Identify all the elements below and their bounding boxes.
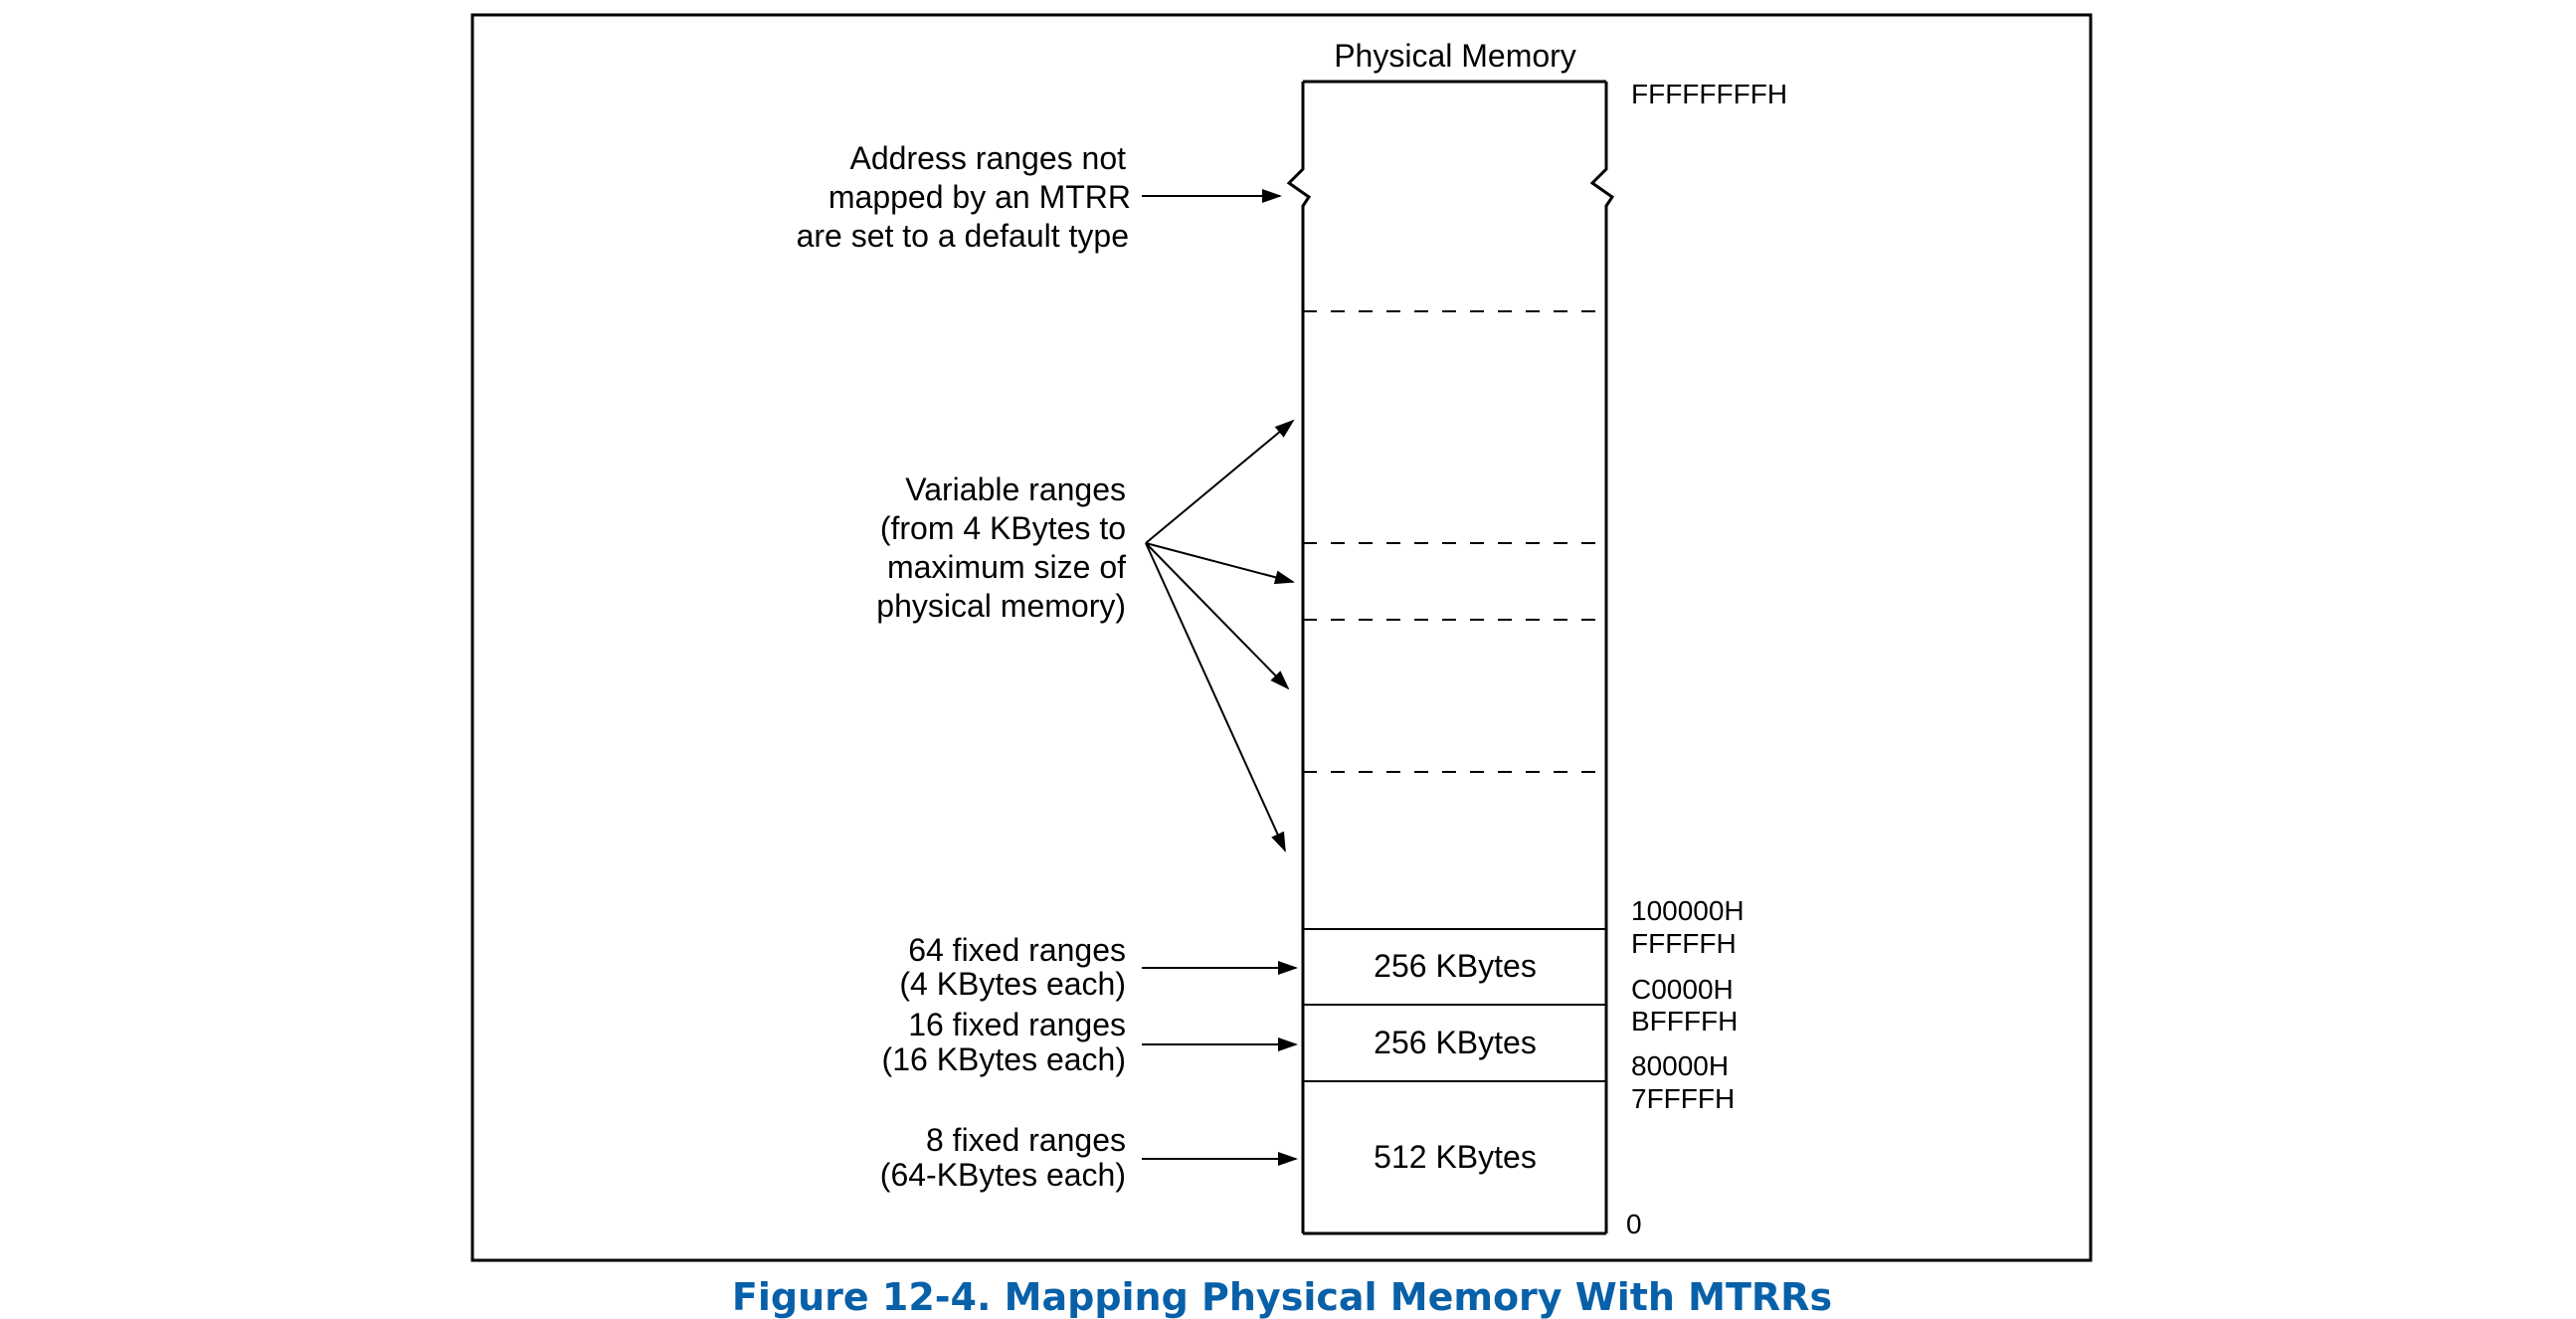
svg-text:8 fixed ranges: 8 fixed ranges (926, 1122, 1126, 1158)
variable-ranges-label: Variable ranges (from 4 KBytes to maximu… (876, 471, 1126, 624)
svg-text:physical memory): physical memory) (876, 588, 1126, 624)
size-label-top: 256 KBytes (1374, 948, 1537, 984)
fixed8-label: 8 fixed ranges (64-KBytes each) (880, 1122, 1126, 1193)
figure-frame (470, 13, 2093, 1262)
address-c0000h: C0000H (1631, 974, 1734, 1005)
address-100000h: 100000H (1631, 895, 1745, 926)
variable-arrow (1145, 542, 1295, 585)
default-type-label: Address ranges not mapped by an MTRR are… (797, 140, 1131, 254)
size-label-bottom: 512 KBytes (1374, 1139, 1537, 1175)
address-fffffh: FFFFFH (1631, 928, 1737, 959)
address-bffffh: BFFFFH (1631, 1006, 1738, 1036)
svg-text:Address ranges not: Address ranges not (850, 140, 1127, 176)
fixed64-label: 64 fixed ranges (4 KBytes each) (899, 932, 1126, 1002)
svg-text:maximum size of: maximum size of (887, 549, 1126, 585)
variable-ranges-arrows (1145, 419, 1295, 852)
fixed-range-dividers (1303, 928, 1606, 1082)
address-7ffffh: 7FFFFH (1631, 1083, 1735, 1114)
fixed16-label: 16 fixed ranges (16 KBytes each) (882, 1007, 1126, 1077)
variable-arrow (1145, 542, 1290, 690)
svg-text:16 fixed ranges: 16 fixed ranges (908, 1007, 1126, 1042)
variable-arrow (1145, 419, 1295, 544)
memory-column (1286, 80, 1615, 1235)
address-zero: 0 (1626, 1209, 1642, 1239)
svg-text:(16 KBytes each): (16 KBytes each) (882, 1041, 1126, 1077)
svg-text:mapped by an MTRR: mapped by an MTRR (828, 179, 1131, 215)
variable-range-dividers (1303, 310, 1606, 773)
column-title: Physical Memory (1334, 38, 1576, 74)
figure-caption: Figure 12-4. Mapping Physical Memory Wit… (732, 1275, 1832, 1319)
svg-text:64 fixed ranges: 64 fixed ranges (908, 932, 1126, 968)
svg-text:are set to a default type: are set to a default type (797, 218, 1129, 254)
svg-text:Variable ranges: Variable ranges (905, 471, 1126, 507)
variable-arrow (1145, 542, 1286, 852)
svg-text:(4 KBytes each): (4 KBytes each) (899, 966, 1126, 1002)
size-label-middle: 256 KBytes (1374, 1025, 1537, 1060)
svg-text:(from 4 KBytes to: (from 4 KBytes to (880, 510, 1126, 546)
address-80000h: 80000H (1631, 1050, 1729, 1081)
address-ffffffffh: FFFFFFFFH (1631, 79, 1787, 109)
svg-text:(64-KBytes each): (64-KBytes each) (880, 1157, 1126, 1193)
